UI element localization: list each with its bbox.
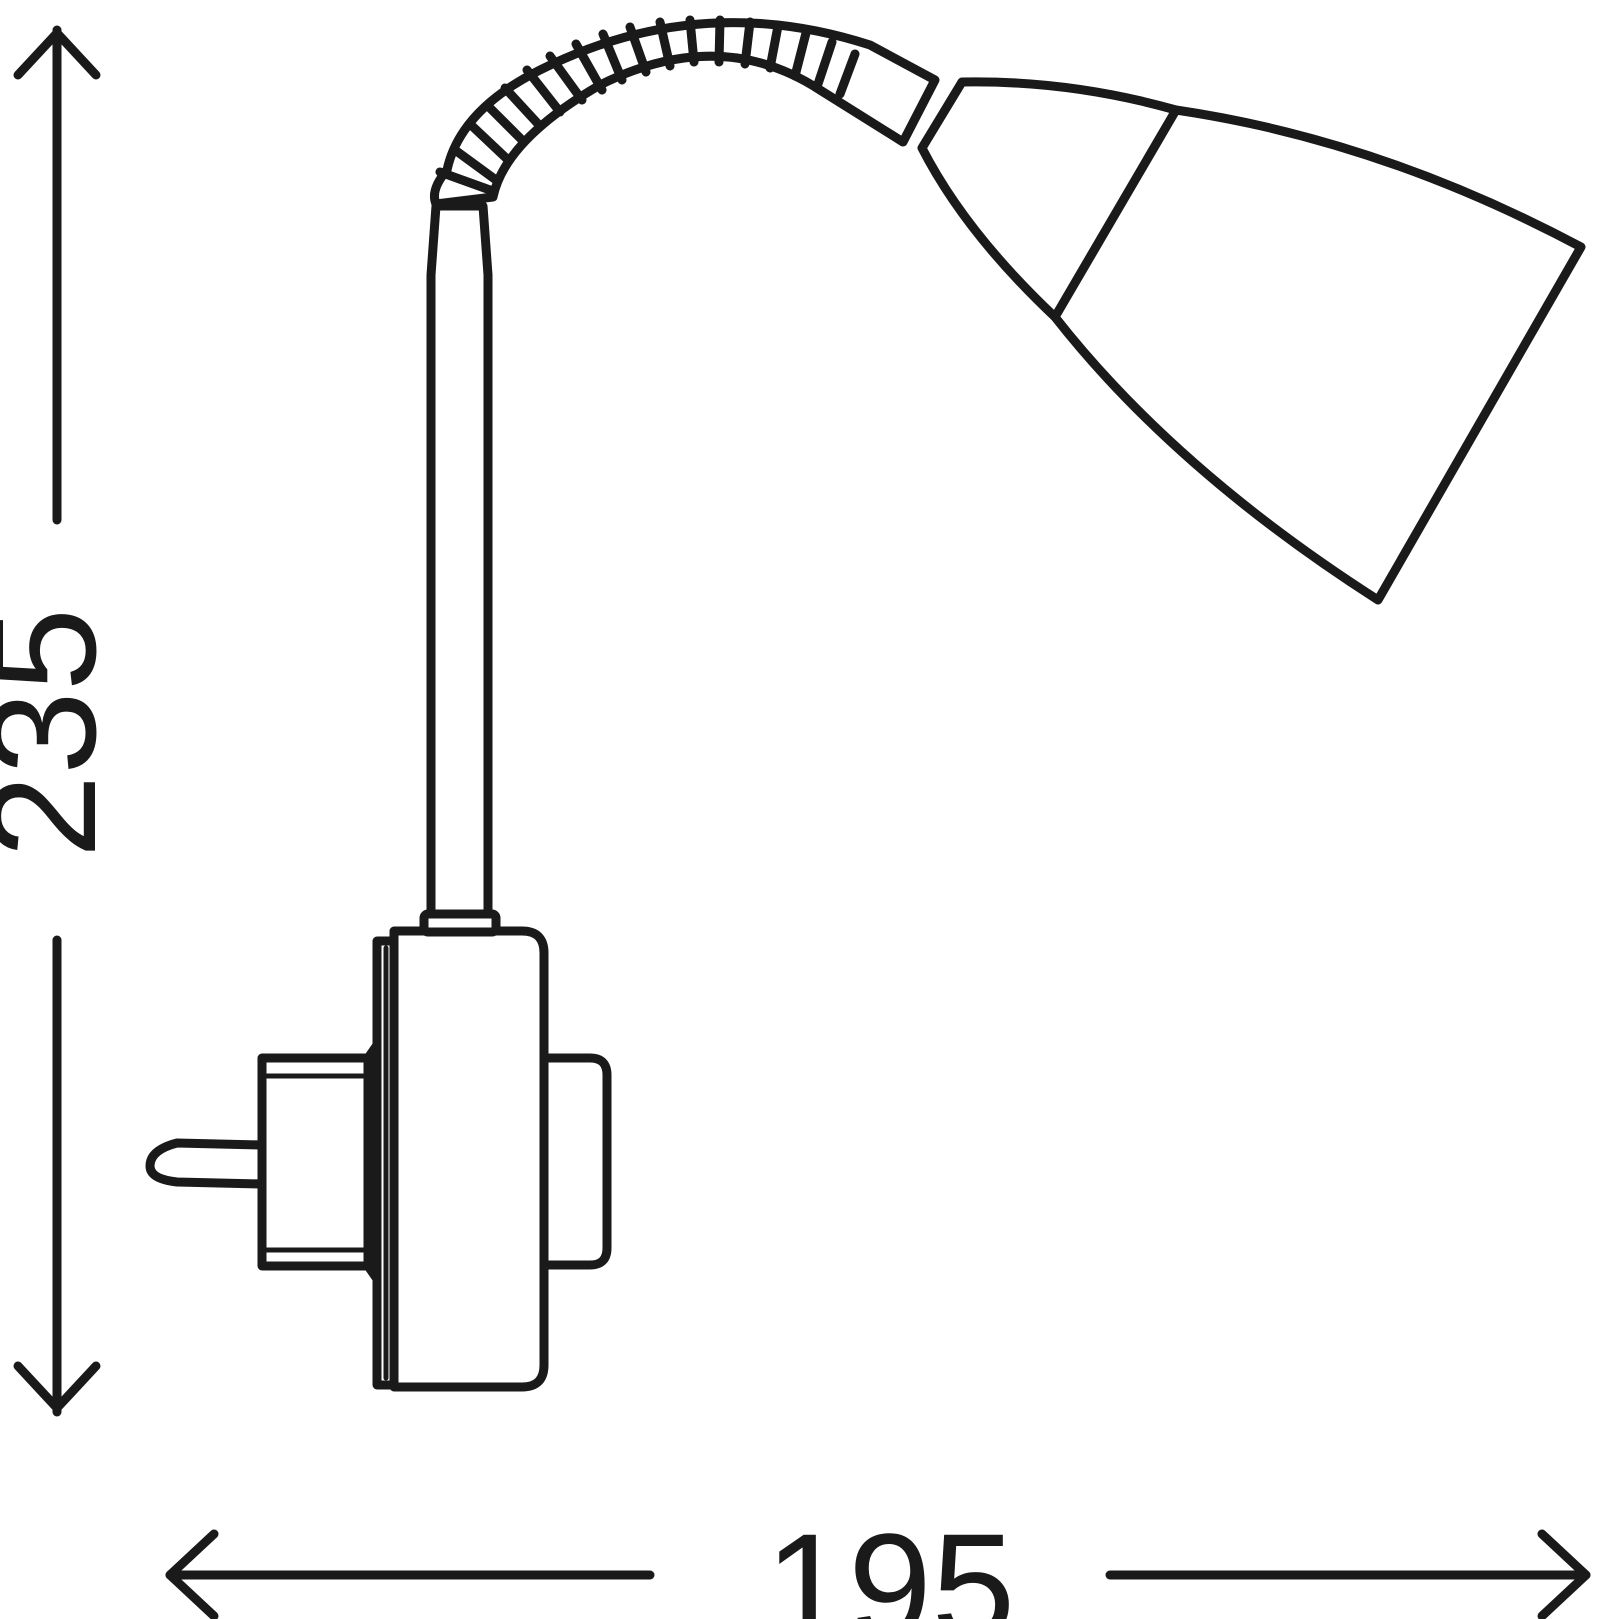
lamp-shade	[917, 77, 1586, 605]
plug-prong	[145, 1138, 267, 1189]
switch-box	[535, 1053, 612, 1270]
vertical-rod	[426, 201, 493, 919]
housing-body	[389, 926, 549, 1392]
plug-collar	[257, 1040, 382, 1284]
width-dimension-label: 195	[765, 1502, 1015, 1619]
height-arrowhead-bottom	[13, 1361, 101, 1413]
gooseneck	[429, 15, 940, 209]
width-dimension: 195	[165, 1502, 1591, 1619]
height-dimension-label: 235	[0, 608, 127, 858]
height-dimension: 235	[0, 25, 127, 1417]
width-arrowhead-right	[1537, 1529, 1591, 1619]
height-arrowhead-top	[13, 28, 101, 80]
width-arrowhead-left	[165, 1529, 219, 1619]
shade-seam-line	[1050, 105, 1181, 322]
